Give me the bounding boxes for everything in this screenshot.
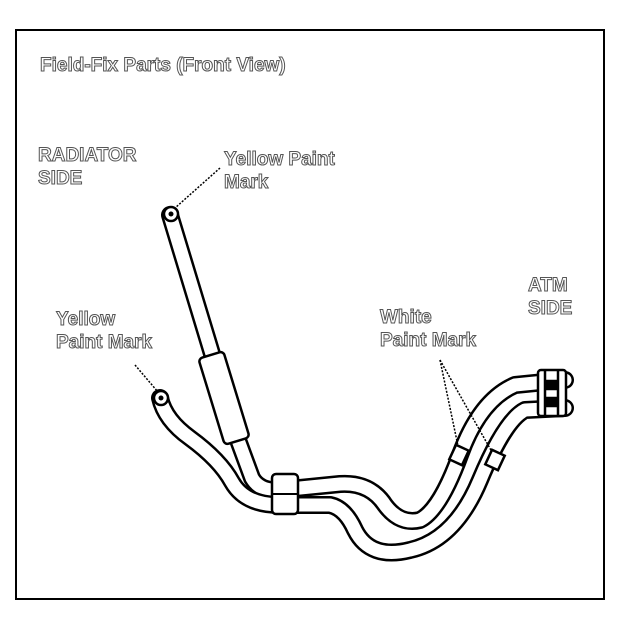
white-paint-mark-label: White Paint Mark [379, 307, 477, 352]
atm-side-label: ATM SIDE [527, 275, 573, 320]
white-paint-marks [447, 443, 507, 472]
yellow-paint-mark-top-label: Yellow Paint Mark [224, 149, 336, 194]
radiator-fittings [152, 205, 180, 407]
yellow-paint-mark-left-label: Yellow Paint Mark [55, 309, 153, 354]
upper-hose-sleeve [198, 350, 250, 446]
diagram-title: Field-Fix Parts (Front View) [40, 55, 287, 77]
diagram-border [15, 29, 605, 600]
radiator-side-label: RADIATOR SIDE [38, 145, 138, 190]
hose-clamp [270, 472, 300, 516]
atm-bracket [536, 368, 568, 418]
lower-hose [151, 389, 574, 562]
leader-lines [134, 167, 493, 453]
